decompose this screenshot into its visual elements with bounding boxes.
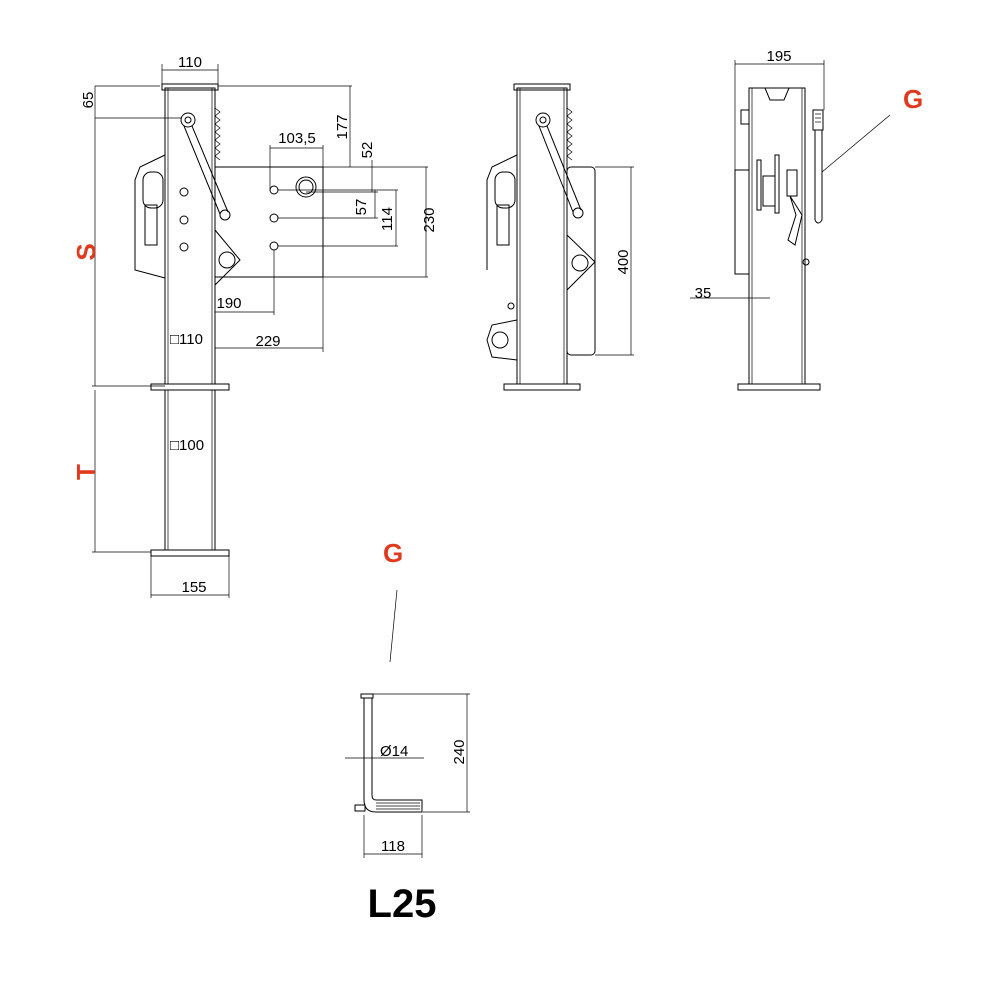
dim-177: 177 — [334, 114, 351, 139]
dim-240: 240 — [451, 739, 468, 764]
dim-square-110: □110 — [170, 331, 203, 348]
dim-229: 229 — [255, 333, 280, 350]
model-title: L25 — [368, 882, 437, 926]
dim-d14: Ø14 — [380, 743, 408, 760]
foot-plate — [150, 549, 230, 557]
dim-195: 195 — [766, 48, 791, 65]
side-view-dimensions — [595, 166, 634, 356]
dim-57: 57 — [353, 199, 370, 216]
front-view-dimensions — [92, 64, 428, 598]
side-view — [486, 83, 596, 391]
dim-230: 230 — [421, 207, 438, 232]
end-view-dimensions — [690, 60, 891, 305]
inner-tube — [164, 389, 216, 551]
handle-detail — [345, 589, 470, 858]
dim-110-top: 110 — [178, 54, 202, 71]
label-s: S — [71, 243, 101, 260]
front-view — [134, 83, 324, 557]
dim-114: 114 — [379, 207, 396, 231]
dim-35: 35 — [695, 285, 712, 302]
label-g-right: G — [903, 84, 923, 114]
label-g-detail: G — [383, 538, 403, 568]
dim-103-5: 103,5 — [278, 130, 316, 147]
end-view — [734, 87, 824, 391]
mounting-plate — [214, 166, 324, 278]
label-t: T — [71, 464, 101, 480]
dim-118: 118 — [381, 838, 405, 855]
dim-52: 52 — [359, 142, 376, 159]
dim-155: 155 — [181, 579, 206, 596]
dim-190: 190 — [216, 295, 241, 312]
dim-65: 65 — [80, 92, 97, 109]
dim-400: 400 — [615, 249, 632, 274]
dim-square-100: □100 — [170, 437, 204, 454]
